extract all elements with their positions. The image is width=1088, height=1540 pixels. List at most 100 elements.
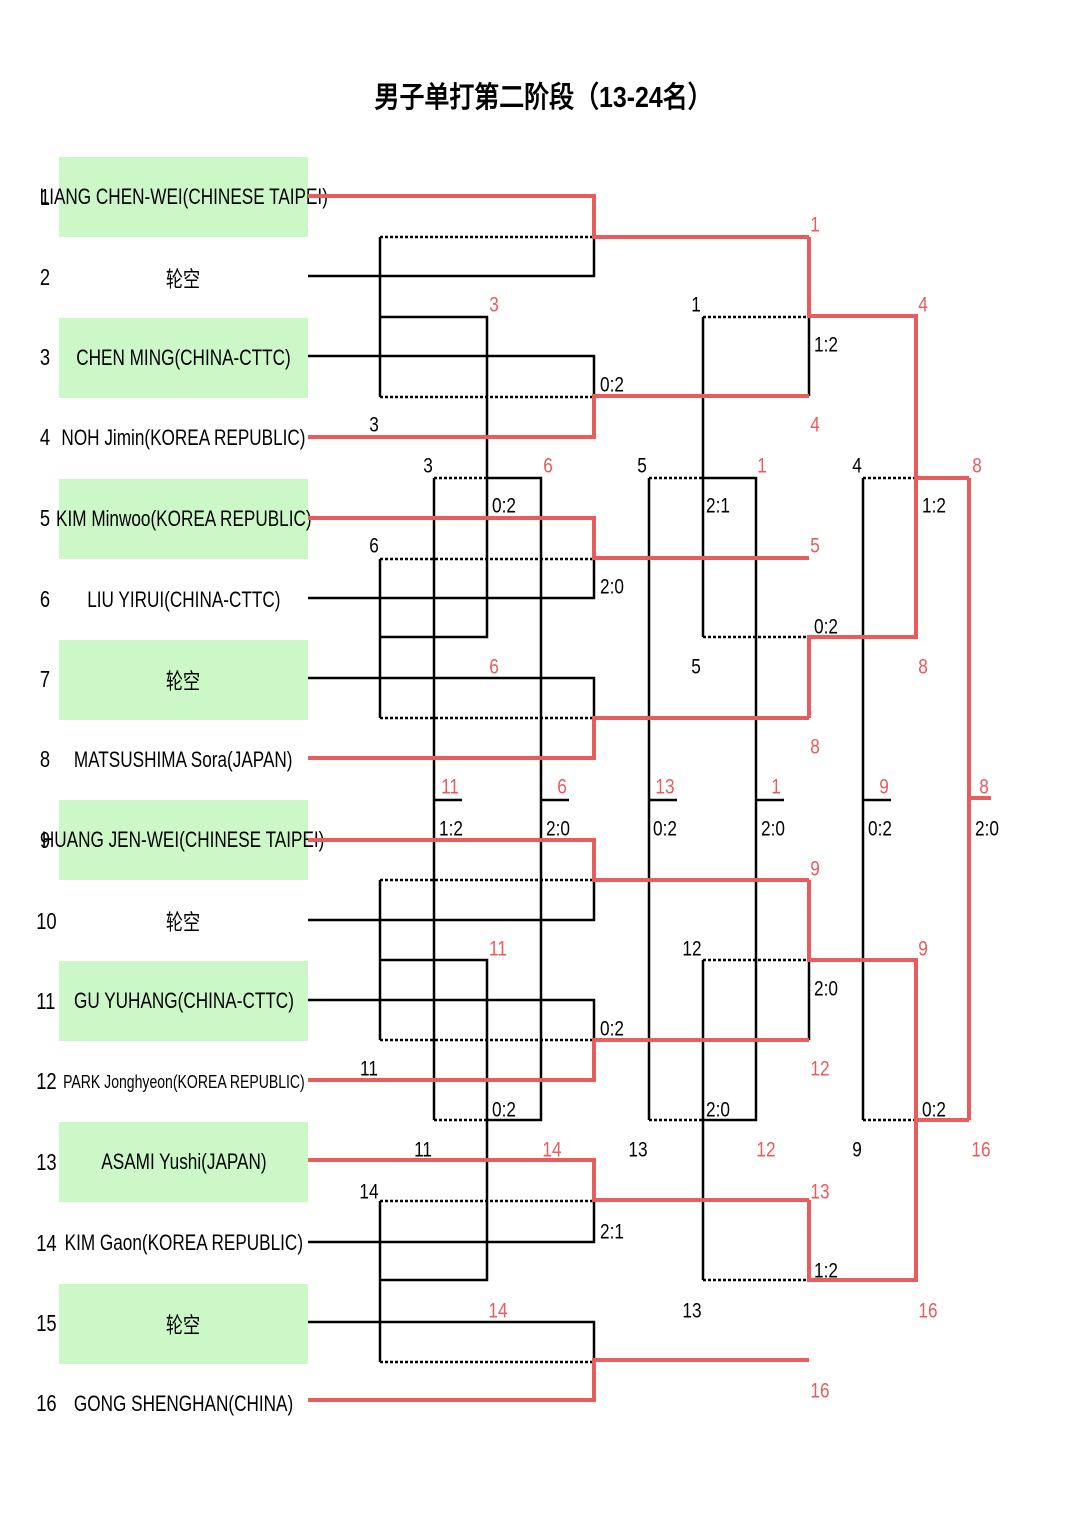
seed-label: 5 — [691, 656, 701, 679]
seed-label: 14 — [542, 1139, 561, 1162]
player-slot: 轮空 — [59, 881, 308, 961]
player-name: LIANG CHEN-WEI(CHINESE TAIPEI) — [39, 184, 328, 209]
player-slot: GU YUHANG(CHINA-CTTC) — [59, 961, 308, 1041]
winner-line — [308, 394, 809, 439]
seed-label: 14 — [488, 1300, 507, 1323]
seed-number: 14 — [36, 1230, 57, 1256]
seed-label: 11 — [414, 1139, 432, 1162]
seed-number: 7 — [39, 666, 51, 692]
winner-line — [807, 237, 969, 480]
match-score: 2:1 — [706, 495, 730, 518]
player-slot: 轮空 — [59, 640, 308, 720]
seed-label: 12 — [810, 1058, 829, 1081]
player-name: KIM Gaon(KOREA REPUBLIC) — [64, 1230, 303, 1255]
winner-line — [807, 1120, 918, 1282]
player-slot: PARK Jonghyeon(KOREA REPUBLIC) — [59, 1042, 308, 1122]
seed-label: 9 — [879, 776, 889, 799]
winner-line — [308, 838, 809, 882]
seed-label: 3 — [423, 455, 433, 478]
match-score: 0:2 — [600, 374, 624, 397]
player-name: MATSUSHIMA Sora(JAPAN) — [74, 747, 293, 772]
seed-number: 5 — [39, 505, 51, 531]
bracket-line — [308, 354, 596, 396]
seed-number: 15 — [36, 1310, 57, 1336]
match-score: 0:2 — [922, 1099, 946, 1122]
winner-line — [308, 194, 809, 239]
seed-label: 5 — [637, 455, 647, 478]
match-score: 0:2 — [492, 1099, 516, 1122]
seed-label: 5 — [810, 535, 820, 558]
seed-number: 3 — [39, 344, 51, 370]
match-score: 0:2 — [868, 818, 892, 841]
black-lines — [308, 196, 891, 1400]
seed-label: 13 — [655, 776, 674, 799]
player-name: 轮空 — [166, 910, 201, 935]
seed-number: 1 — [39, 184, 51, 210]
seed-label: 6 — [543, 455, 553, 478]
seed-label: 4 — [852, 455, 862, 478]
match-score: 0:2 — [814, 616, 838, 639]
winner-line — [308, 716, 809, 760]
winner-line — [308, 1158, 809, 1202]
bracket-line — [308, 558, 596, 600]
seed-number: 13 — [36, 1149, 57, 1175]
seed-label: 13 — [810, 1181, 829, 1204]
winner-line — [308, 516, 809, 560]
seed-label: 1 — [691, 294, 701, 317]
player-name: NOH Jimin(KOREA REPUBLIC) — [61, 425, 306, 450]
seed-label: 3 — [369, 414, 379, 437]
seed-label: 11 — [441, 776, 459, 799]
seed-label: 16 — [810, 1380, 829, 1403]
match-score: 2:0 — [706, 1099, 730, 1122]
seed-label: 12 — [682, 938, 701, 961]
player-slot: CHEN MING(CHINA-CTTC) — [59, 318, 308, 398]
seed-label: 9 — [810, 858, 820, 881]
player-name: HUANG JEN-WEI(CHINESE TAIPEI) — [42, 827, 325, 852]
match-score: 2:0 — [546, 818, 570, 841]
seed-label: 8 — [979, 776, 989, 799]
match-score: 0:2 — [653, 818, 677, 841]
winner-line — [308, 1358, 809, 1402]
match-score: 2:0 — [975, 818, 999, 841]
player-name: GU YUHANG(CHINA-CTTC) — [73, 988, 294, 1013]
seed-label: 9 — [852, 1139, 862, 1162]
seed-label: 6 — [489, 656, 499, 679]
winner-lines — [308, 194, 991, 1402]
player-name: PARK Jonghyeon(KOREA REPUBLIC) — [62, 1071, 305, 1092]
seed-label: 4 — [918, 294, 928, 317]
seed-label: 8 — [918, 656, 928, 679]
seed-label: 16 — [918, 1300, 937, 1323]
seed-label: 1 — [757, 455, 767, 478]
player-slot: KIM Gaon(KOREA REPUBLIC) — [59, 1203, 308, 1283]
player-name: 轮空 — [166, 267, 201, 292]
match-score: 2:0 — [761, 818, 785, 841]
seed-number: 8 — [39, 746, 51, 772]
seed-number: 6 — [39, 586, 51, 612]
seed-label: 13 — [628, 1139, 647, 1162]
player-slot: GONG SHENGHAN(CHINA) — [59, 1364, 308, 1444]
seed-number: 12 — [36, 1068, 57, 1094]
seed-label: 13 — [682, 1300, 701, 1323]
seed-label: 16 — [971, 1139, 990, 1162]
seed-label: 9 — [918, 938, 928, 961]
bracket-line — [487, 476, 543, 1122]
player-name: 轮空 — [166, 669, 201, 694]
seed-number: 9 — [39, 827, 51, 853]
seed-label: 14 — [359, 1181, 378, 1204]
player-name: KIM Minwoo(KOREA REPUBLIC) — [55, 506, 312, 531]
match-score: 1:2 — [922, 495, 946, 518]
title-text: 男子单打第二阶段（13-24名） — [374, 82, 714, 114]
match-score: 2:0 — [600, 576, 624, 599]
seed-label: 1 — [810, 214, 820, 237]
player-slot: 轮空 — [59, 238, 308, 318]
seed-label: 8 — [810, 736, 820, 759]
bracket-line — [308, 998, 596, 1040]
player-name: ASAMI Yushi(JAPAN) — [100, 1149, 267, 1174]
seed-label: 3 — [489, 294, 499, 317]
seed-number: 2 — [39, 264, 51, 290]
dotted-lines — [380, 235, 916, 1364]
seed-label: 6 — [557, 776, 567, 799]
match-score: 1:2 — [439, 818, 463, 841]
